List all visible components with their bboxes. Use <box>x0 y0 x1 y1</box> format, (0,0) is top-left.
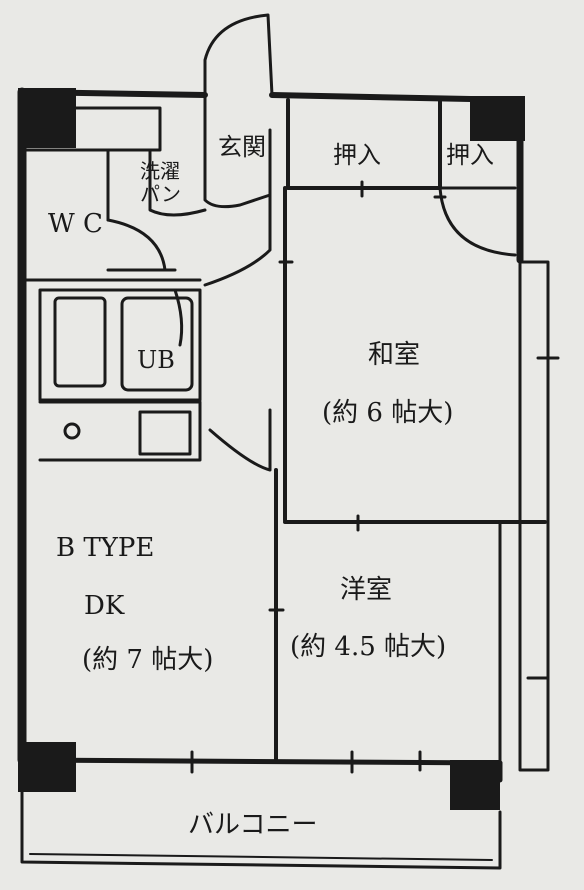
label-genkan: 玄関 <box>218 133 266 161</box>
window-right <box>518 260 550 772</box>
outer-wall-bottom <box>19 757 503 766</box>
sink-circle <box>63 422 81 440</box>
pillar-bottom-right <box>450 760 500 810</box>
label-balcony: バルコニー <box>188 810 318 840</box>
closet-1 <box>286 98 442 190</box>
ub-floor <box>120 296 194 392</box>
label-dk-size: (約 7 帖大) <box>82 645 214 675</box>
closet-door-arc <box>438 186 517 257</box>
label-oshiire-1: 押入 <box>333 141 381 169</box>
label-washitsu: 和室 <box>368 340 421 370</box>
balcony-outline <box>20 788 502 870</box>
label-dk: DK <box>84 591 125 621</box>
entrance-door-arc <box>203 13 274 97</box>
label-ub: UB <box>137 346 175 374</box>
label-youshitsu: 洋室 <box>340 575 393 605</box>
pillar-top-right <box>470 96 525 141</box>
label-sentaku-pan: 洗濯 パン <box>140 159 181 206</box>
label-youshitsu-size: (約 4.5 帖大) <box>290 632 447 662</box>
label-washitsu-size: (約 6 帖大) <box>322 398 454 428</box>
washer-box <box>138 410 192 456</box>
wc-door-arc <box>106 218 167 272</box>
wc-wall <box>20 148 110 222</box>
bathtub <box>53 296 107 388</box>
label-oshiire-2: 押入 <box>446 141 494 169</box>
pillar-bottom-left <box>18 742 76 792</box>
label-type: B TYPE <box>56 533 155 563</box>
label-wc: W C <box>48 209 103 239</box>
pillar-top-left <box>18 88 76 148</box>
